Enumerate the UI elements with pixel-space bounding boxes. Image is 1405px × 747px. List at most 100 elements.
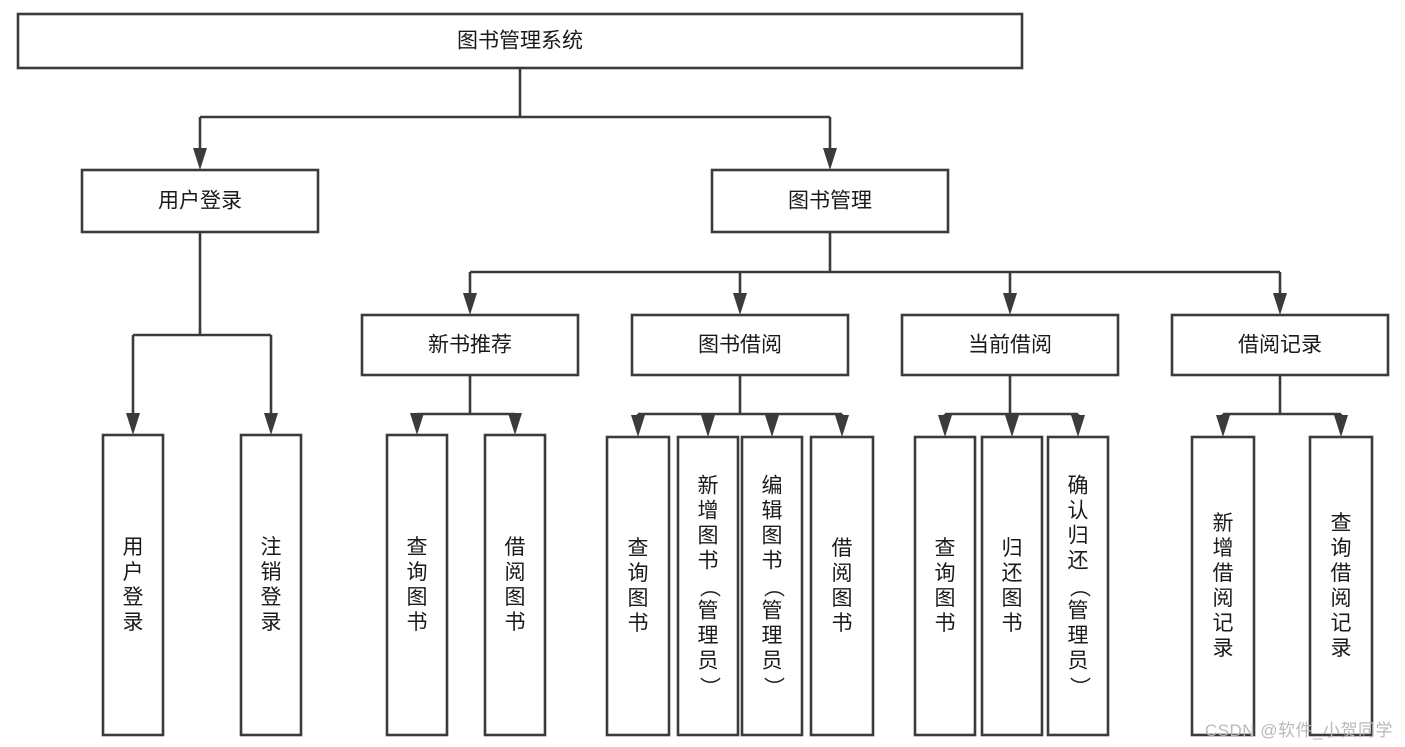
- leaf-box[interactable]: [239, 433, 303, 737]
- svg-text:管: 管: [762, 600, 783, 623]
- level3-box[interactable]: [900, 313, 1120, 377]
- svg-text:图: 图: [762, 525, 783, 548]
- level3-box[interactable]: [1170, 313, 1390, 377]
- arrow-head-icon: [1003, 293, 1017, 315]
- svg-text:图: 图: [505, 586, 526, 609]
- level3-node[interactable]: 图书借阅: [630, 313, 850, 377]
- level3-node[interactable]: 当前借阅: [900, 313, 1120, 377]
- leaf-box[interactable]: [483, 433, 547, 737]
- level2-box[interactable]: [80, 168, 320, 234]
- svg-text:图: 图: [935, 587, 956, 610]
- root-label: 图书管理系统: [457, 30, 583, 53]
- leaf-box[interactable]: [1308, 435, 1374, 737]
- arrow-head-icon: [701, 415, 715, 437]
- svg-text:归: 归: [1068, 525, 1089, 548]
- leaf-node[interactable]: 用户登录: [101, 433, 165, 737]
- leaf-box[interactable]: [809, 435, 875, 737]
- arrow-head-icon: [938, 415, 952, 437]
- svg-text:查: 查: [1331, 512, 1352, 535]
- svg-text:询: 询: [1331, 537, 1352, 560]
- root-node[interactable]: 图书管理系统: [16, 12, 1024, 70]
- svg-text:录: 录: [1213, 637, 1234, 660]
- level3-node[interactable]: 新书推荐: [360, 313, 580, 377]
- svg-text:员: 员: [698, 650, 719, 673]
- leaf-box[interactable]: [385, 433, 449, 737]
- level3-node[interactable]: 借阅记录: [1170, 313, 1390, 377]
- leaf-box[interactable]: [605, 435, 671, 737]
- leaf-box[interactable]: [1046, 435, 1110, 737]
- svg-text:还: 还: [1002, 562, 1023, 585]
- level3-box[interactable]: [360, 313, 580, 377]
- svg-text:阅: 阅: [505, 561, 526, 584]
- arrow-head-icon: [410, 413, 424, 435]
- svg-text:借: 借: [1213, 562, 1234, 585]
- leaf-box[interactable]: [101, 433, 165, 737]
- arrow-head-icon: [1334, 415, 1348, 437]
- root-box[interactable]: [16, 12, 1024, 70]
- svg-text:理: 理: [1068, 625, 1089, 648]
- svg-text:（: （: [761, 577, 784, 598]
- svg-text:书: 书: [762, 550, 783, 573]
- svg-text:用: 用: [123, 536, 144, 559]
- svg-text:）: ）: [1067, 677, 1090, 698]
- arrow-head-icon: [264, 413, 278, 435]
- svg-text:增: 增: [698, 500, 719, 523]
- leaf-box[interactable]: [676, 435, 740, 737]
- svg-text:借: 借: [505, 536, 526, 559]
- svg-text:书: 书: [407, 611, 428, 634]
- svg-text:书: 书: [698, 550, 719, 573]
- svg-text:管: 管: [698, 600, 719, 623]
- svg-text:理: 理: [698, 625, 719, 648]
- arrow-head-icon: [765, 415, 779, 437]
- svg-text:新: 新: [698, 475, 719, 498]
- svg-text:注: 注: [261, 536, 282, 559]
- leaf-box[interactable]: [913, 435, 977, 737]
- level2-node[interactable]: 图书管理: [710, 168, 950, 234]
- svg-text:员: 员: [1068, 650, 1089, 673]
- svg-text:（: （: [697, 577, 720, 598]
- svg-text:录: 录: [261, 611, 282, 634]
- svg-text:阅: 阅: [832, 562, 853, 585]
- arrow-head-icon: [463, 293, 477, 315]
- leaf-box[interactable]: [1190, 435, 1256, 737]
- arrow-head-icon: [508, 413, 522, 435]
- leaf-box[interactable]: [980, 435, 1044, 737]
- level3-label: 借阅记录: [1238, 334, 1322, 357]
- level2-box[interactable]: [710, 168, 950, 234]
- svg-text:录: 录: [1331, 637, 1352, 660]
- arrow-head-icon: [193, 148, 207, 170]
- arrow-head-icon: [1005, 415, 1019, 437]
- svg-text:阅: 阅: [1213, 587, 1234, 610]
- svg-text:查: 查: [628, 537, 649, 560]
- svg-text:查: 查: [407, 536, 428, 559]
- level3-box[interactable]: [630, 313, 850, 377]
- leaf-box[interactable]: [740, 435, 804, 737]
- svg-text:询: 询: [935, 562, 956, 585]
- arrow-head-icon: [126, 413, 140, 435]
- level2-node[interactable]: 用户登录: [80, 168, 320, 234]
- svg-text:管: 管: [1068, 600, 1089, 623]
- arrow-head-icon: [631, 415, 645, 437]
